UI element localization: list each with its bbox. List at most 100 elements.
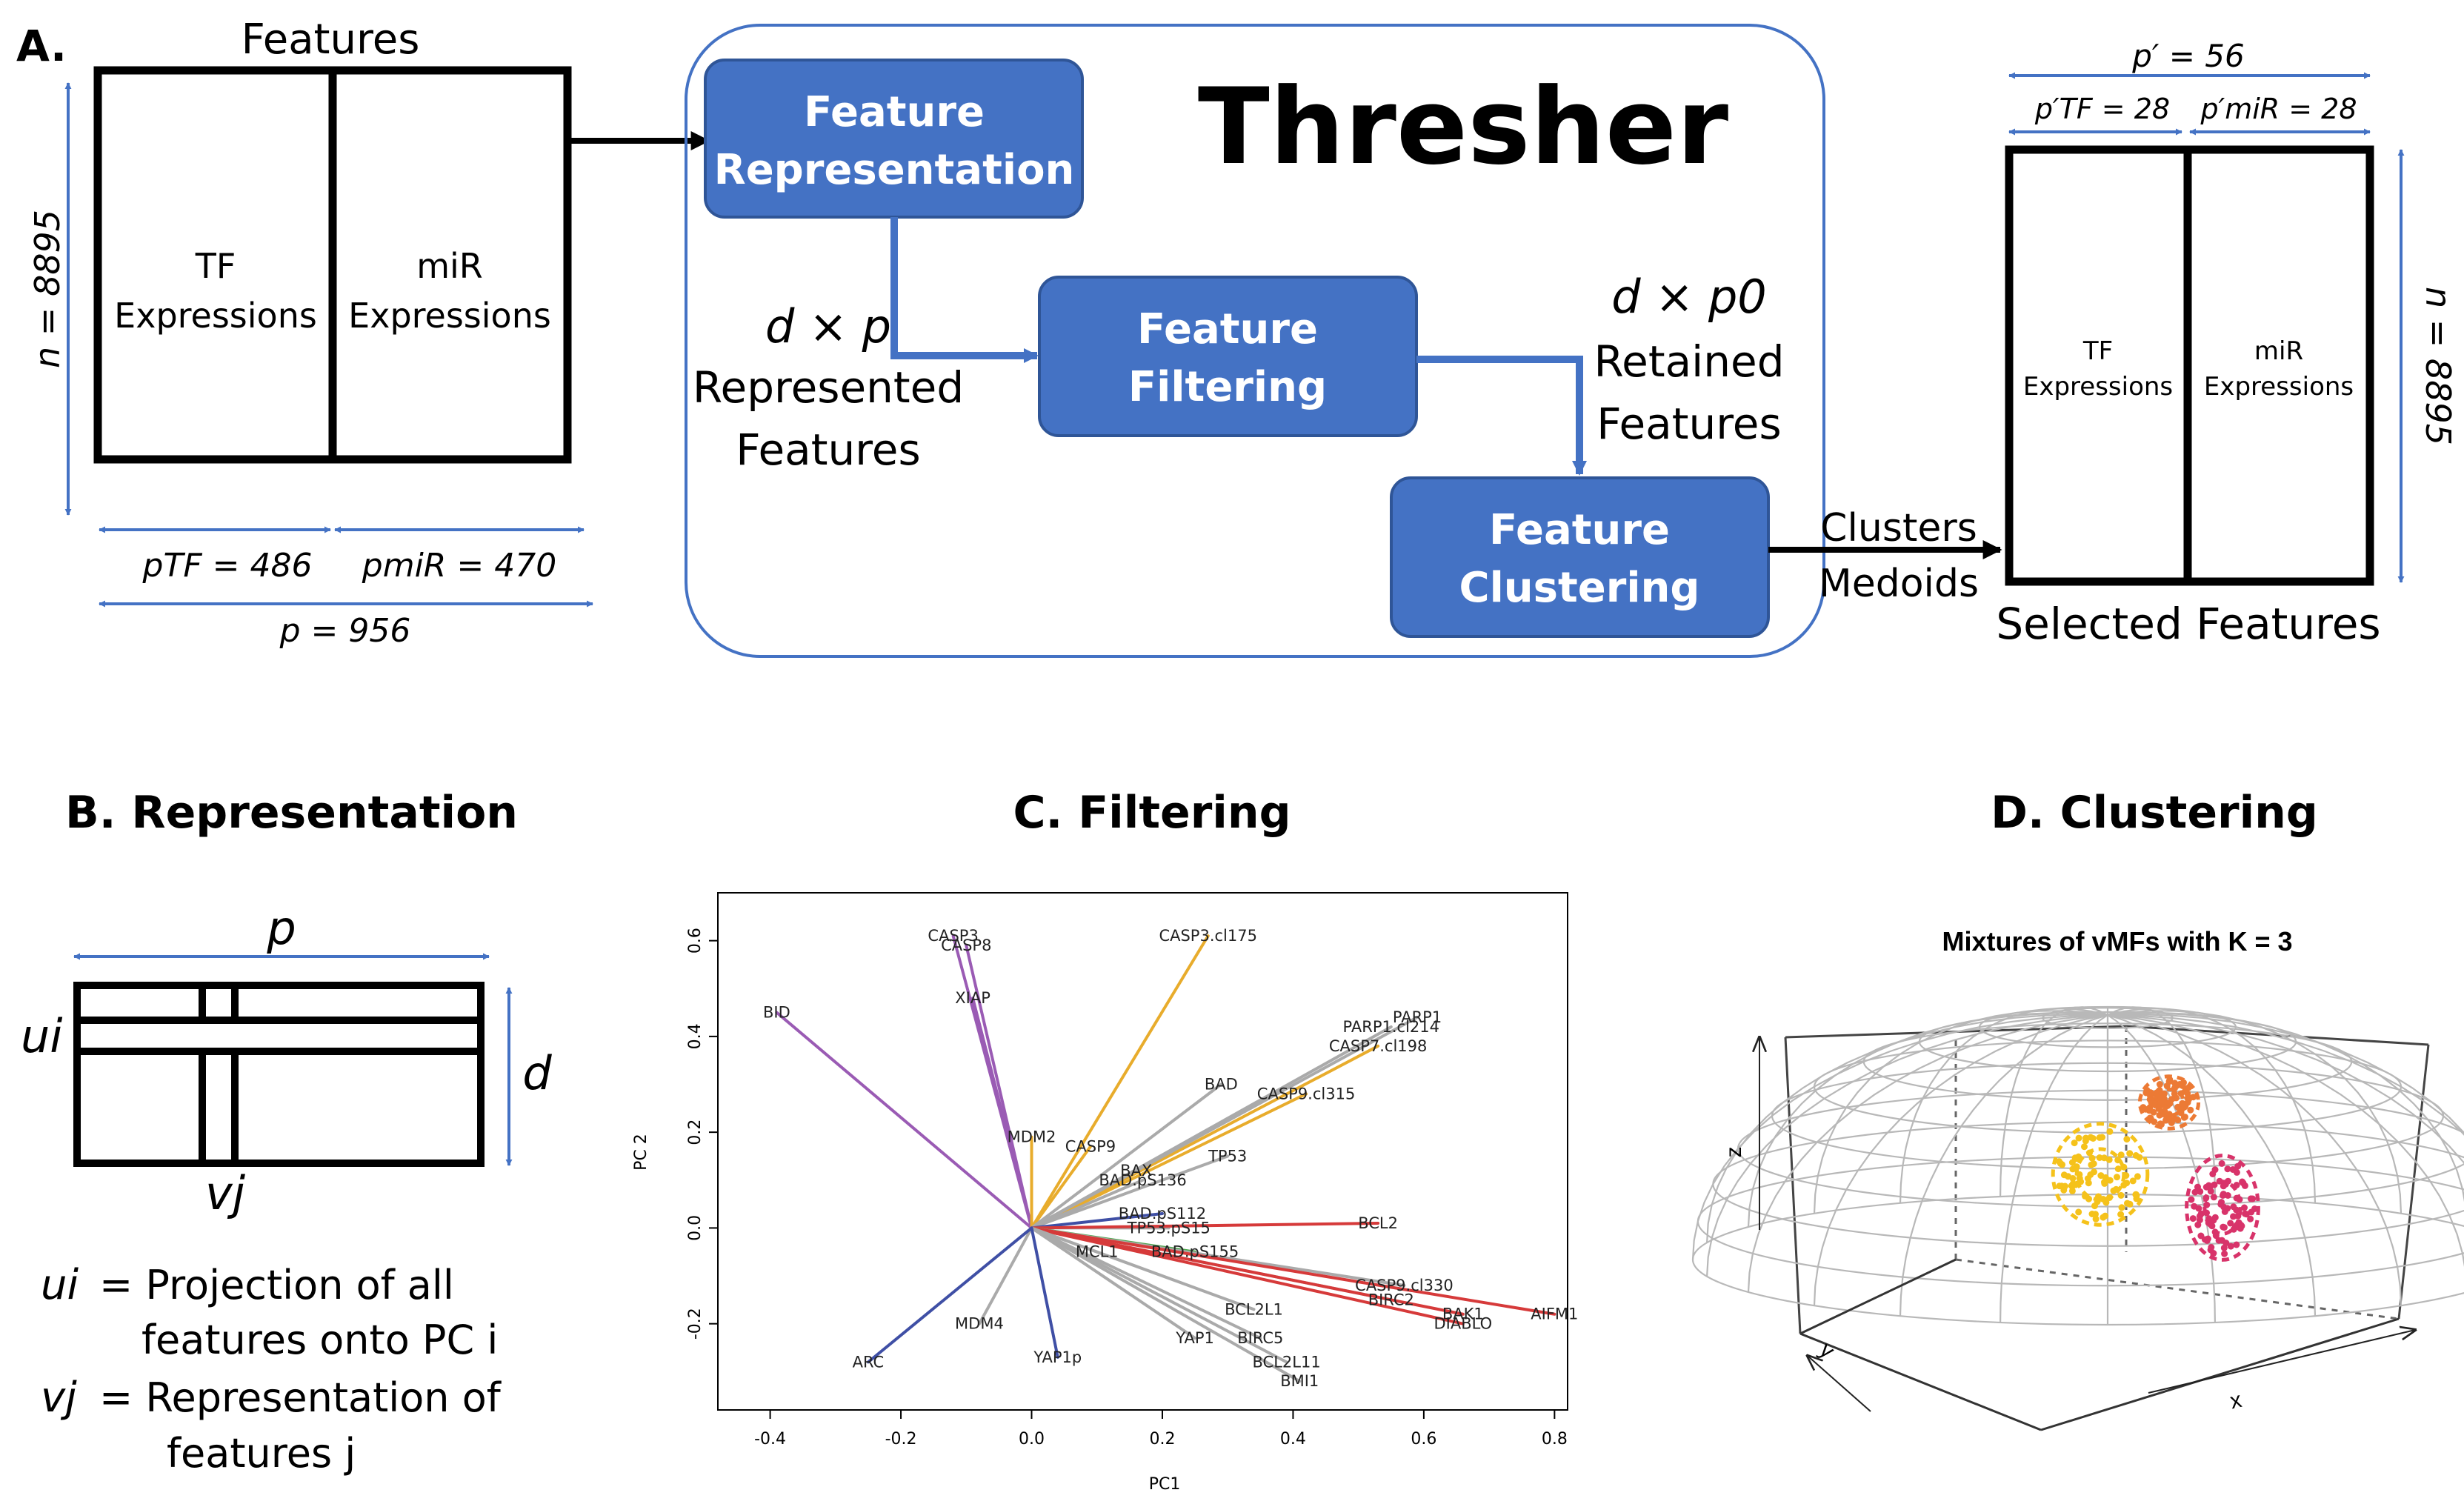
cluster-point — [2088, 1161, 2095, 1168]
cluster-point — [2156, 1081, 2163, 1088]
cluster-point — [2191, 1188, 2199, 1196]
vector-diablo — [1030, 1226, 1465, 1325]
cluster-point — [2227, 1242, 2234, 1250]
cluster-point — [2174, 1117, 2182, 1124]
cluster-point — [2096, 1134, 2103, 1141]
panel-d: D. Clustering Mixtures of vMFs with K = … — [1691, 787, 2464, 1431]
cluster-point — [2114, 1165, 2122, 1173]
cluster-point — [2082, 1134, 2089, 1142]
cluster-point — [2243, 1211, 2250, 1218]
biplot-vectors — [775, 934, 1556, 1383]
tf-label-2: Expressions — [114, 296, 317, 336]
vector-casp9-cl315 — [1030, 1092, 1308, 1230]
ui-label: ui — [21, 1009, 63, 1063]
n-right-label: n = 8895 — [2418, 287, 2458, 445]
vector-tp53 — [1030, 1154, 1230, 1230]
cluster-point — [2210, 1217, 2217, 1224]
meridian — [2107, 1012, 2464, 1202]
meridian — [1999, 1006, 2108, 1197]
cluster-point — [2179, 1082, 2186, 1089]
cluster-point — [2114, 1174, 2120, 1181]
cluster-point — [2092, 1215, 2100, 1222]
n-left-label: n = 8895 — [27, 210, 67, 368]
vector-bad-ps112 — [1030, 1212, 1164, 1230]
cluster-point — [2100, 1154, 2108, 1162]
cluster-point — [2209, 1171, 2217, 1177]
vector-arc — [866, 1226, 1033, 1364]
cluster-point — [2110, 1187, 2117, 1194]
feature-filtering-label-1: Feature — [1137, 305, 1318, 353]
cluster-point — [2087, 1171, 2094, 1178]
sel-tf-label-2: Expressions — [2023, 372, 2173, 402]
cluster-point — [2117, 1191, 2125, 1199]
cluster-point — [2075, 1208, 2082, 1216]
vector-label-yap1: YAP1 — [1175, 1329, 1214, 1347]
cluster-point — [2234, 1162, 2242, 1170]
cluster-point — [2207, 1246, 2214, 1254]
sel-mir-label-2: Expressions — [2204, 372, 2354, 402]
mir-label-1: miR — [416, 246, 483, 286]
vector-label-bak1: BAK1 — [1442, 1305, 1484, 1323]
vector-label-casp9-cl330: CASP9.cl330 — [1355, 1277, 1454, 1294]
vector-label-bad-ps155: BAD.pS155 — [1151, 1243, 1239, 1261]
cluster-point — [2120, 1182, 2128, 1188]
sel-mir-label-1: miR — [2254, 336, 2303, 366]
clusters-label: Clusters — [1820, 506, 1977, 550]
vj-label: vj — [205, 1166, 246, 1220]
biplot-frame — [717, 892, 1568, 1411]
retained-label-2: Features — [1596, 399, 1781, 449]
feature-representation-label-1: Feature — [804, 88, 985, 136]
cluster-point — [2085, 1180, 2092, 1187]
sel-tf-label-1: TF — [2082, 336, 2113, 366]
vector-label-casp7-cl198: CASP7.cl198 — [1329, 1037, 1428, 1055]
row-ui-band — [73, 1017, 485, 1055]
meridian — [2107, 1014, 2464, 1267]
cluster-point — [2203, 1237, 2211, 1244]
vector-yap1 — [1030, 1226, 1197, 1340]
vector-label-bax: BAX — [1120, 1162, 1152, 1180]
vector-label-bcl2l11: BCL2L11 — [1253, 1353, 1321, 1371]
vmf-cluster-points — [2051, 1074, 2260, 1262]
vector-label-bmi1: BMI1 — [1280, 1372, 1319, 1390]
cluster-point — [2188, 1196, 2195, 1203]
vector-yap1p — [1030, 1226, 1059, 1359]
vector-bcl2l1 — [1030, 1226, 1256, 1311]
vector-bid — [775, 1011, 1033, 1230]
vector-label-bcl2: BCL2 — [1358, 1214, 1398, 1232]
cluster-point — [2197, 1232, 2205, 1240]
features-title: Features — [242, 16, 420, 64]
vector-label-casp8: CASP8 — [941, 937, 991, 954]
cluster-point — [2249, 1195, 2257, 1202]
x-axis-arrow — [2148, 1330, 2415, 1394]
vector-label-diablo: DIABLO — [1434, 1315, 1493, 1333]
vector-casp9 — [1030, 1145, 1092, 1230]
y-tick-label: 0.2 — [686, 1120, 705, 1145]
cluster-point — [2056, 1158, 2063, 1165]
cluster-point — [2157, 1094, 2165, 1101]
p-total-label: p = 956 — [279, 612, 411, 650]
panel-c-title: C. Filtering — [1013, 787, 1291, 839]
cluster-point — [2233, 1168, 2240, 1176]
biplot-ylabel: PC 2 — [632, 1134, 650, 1171]
panel-a: A. Features TF Expressions miR Expressio… — [16, 16, 2458, 658]
cluster-point — [2117, 1211, 2125, 1218]
cluster-point — [2220, 1203, 2228, 1211]
vector-casp3-cl175 — [1030, 934, 1210, 1230]
cluster-point — [2106, 1128, 2114, 1135]
cluster-point — [2218, 1160, 2225, 1167]
ui-def-line-2: features onto PC i — [141, 1317, 498, 1363]
represented-label-1: Represented — [693, 362, 964, 413]
ui-def-symbol: ui — [41, 1261, 79, 1309]
cluster-point — [2076, 1175, 2083, 1182]
cluster-contour — [2051, 1122, 2150, 1227]
cluster-point — [2106, 1177, 2114, 1184]
cluster-point — [2203, 1201, 2211, 1208]
meridian — [2107, 1014, 2403, 1306]
cluster-contour — [2202, 1180, 2242, 1236]
feature-clustering-label-2: Clustering — [1459, 564, 1699, 612]
meridian — [1999, 1014, 2108, 1323]
cluster-point — [2225, 1177, 2231, 1185]
thresher-title: Thresher — [1198, 66, 1728, 188]
vector-label-birc5: BIRC5 — [1237, 1329, 1283, 1347]
